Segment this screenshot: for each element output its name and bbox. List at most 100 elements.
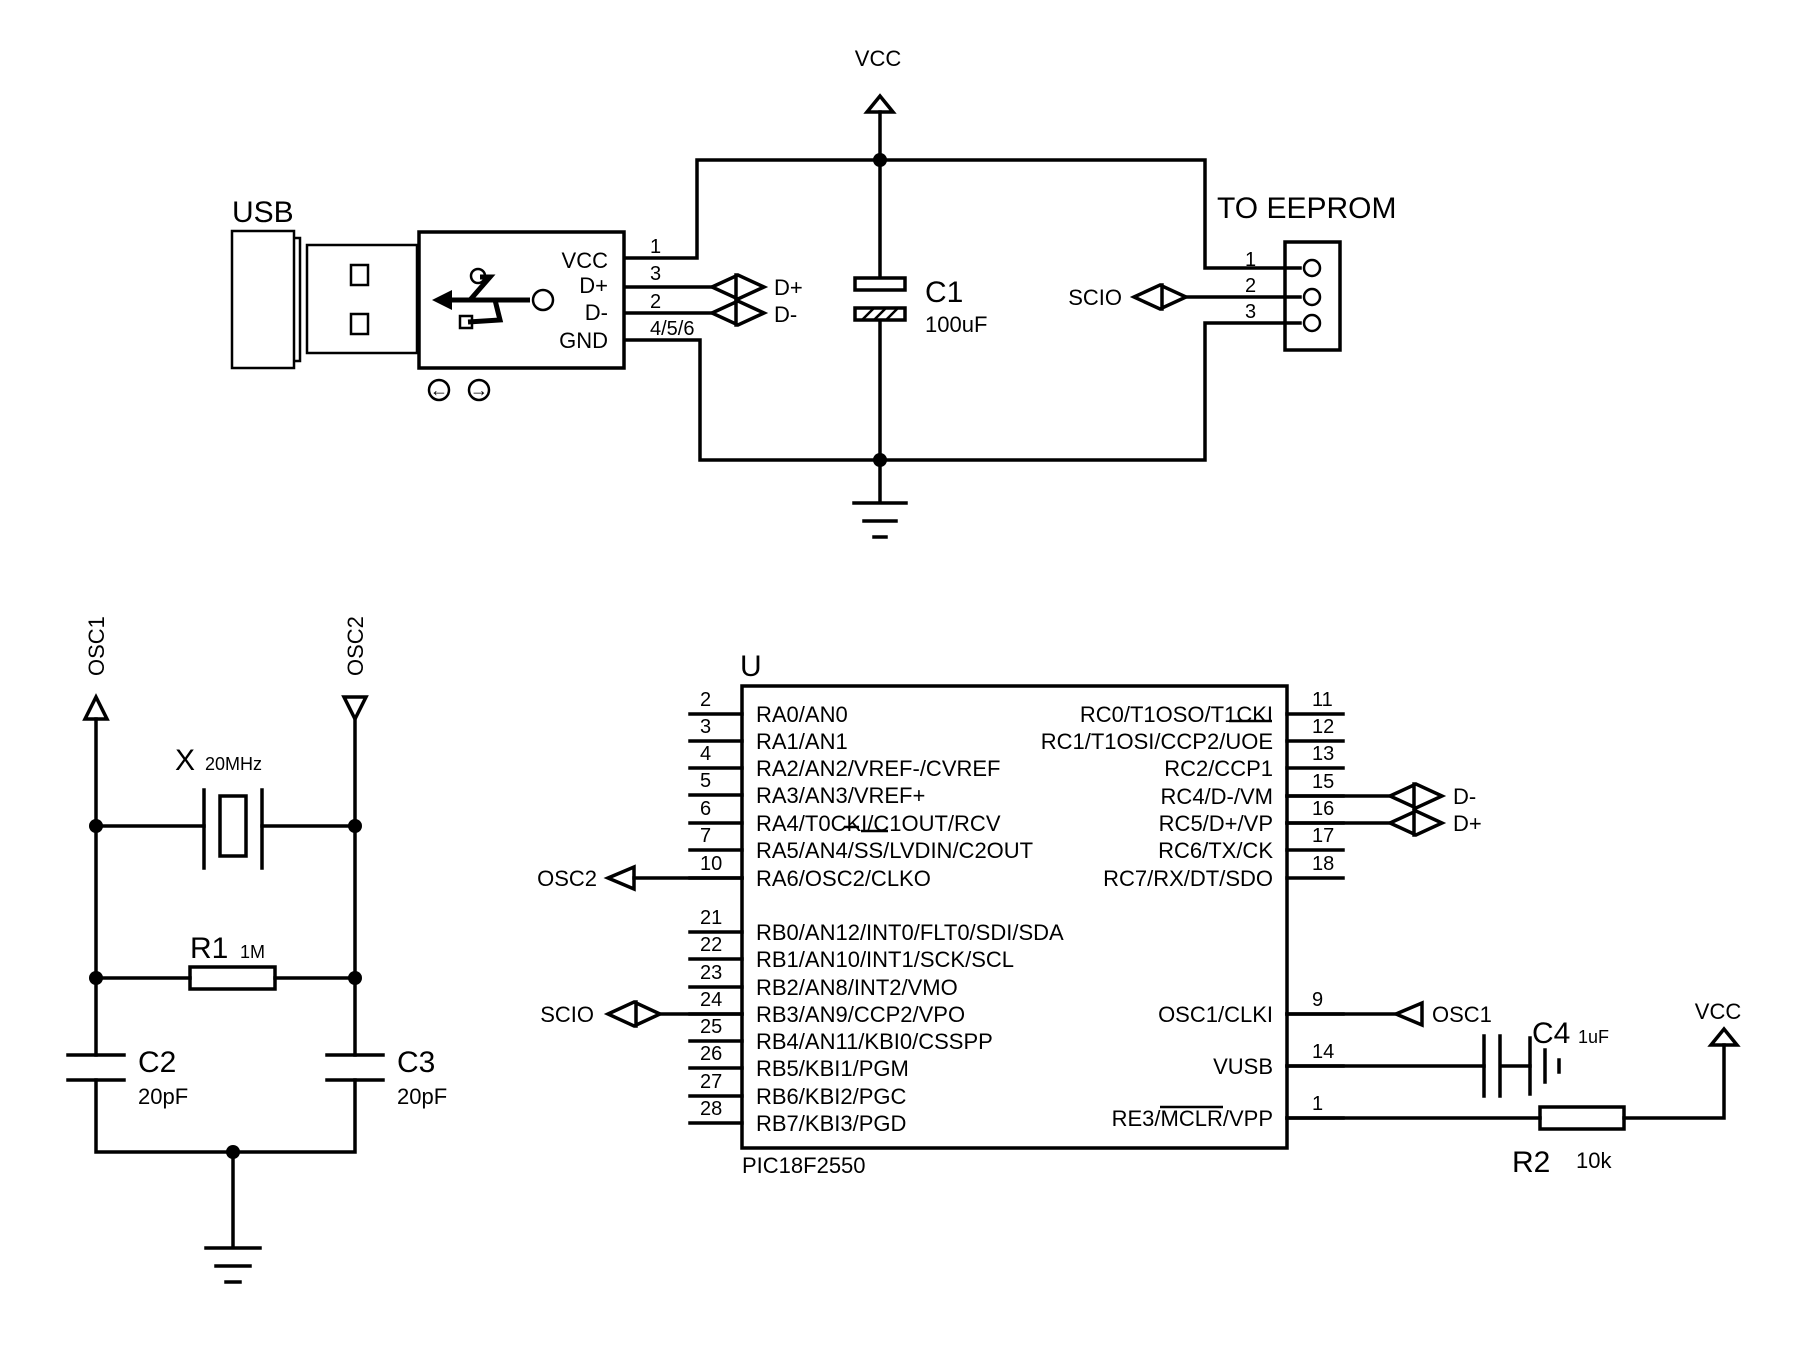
mclr-wire xyxy=(1285,1043,1726,1120)
junction-osc-5 xyxy=(226,1145,240,1159)
mcu-right-pin-number: 14 xyxy=(1312,1041,1334,1063)
c2-name: C2 xyxy=(138,1046,176,1079)
mcu-right-pin-name: RC2/CCP1 xyxy=(1164,756,1273,781)
eeprom-pin-1: 1 xyxy=(1245,249,1256,271)
mcu-left-pin-number: 25 xyxy=(700,1016,722,1038)
resistor-r2: R2 10k xyxy=(1512,1105,1626,1179)
mcu-left-pin-name: RB7/KBI3/PGD xyxy=(756,1111,906,1136)
arrow-right-glyph: → xyxy=(470,380,488,400)
mcu-section: U PIC18F2550 2RA0/AN03RA1/AN14RA2/AN2/VR… xyxy=(537,650,1741,1179)
usb-pinnum-2: 2 xyxy=(650,291,661,313)
ground-symbol-top xyxy=(852,501,908,539)
usb-plug-body xyxy=(230,229,296,370)
mcu-dplus-port-icon xyxy=(1385,809,1447,837)
usb-connector-body xyxy=(417,230,626,370)
usb-pinnum-1: 1 xyxy=(650,236,661,258)
mcu-left-pin-name: RB6/KBI2/PGC xyxy=(756,1084,907,1109)
vcc-bottom-arrow-icon xyxy=(1707,1026,1741,1047)
r1-value: 1M xyxy=(240,942,265,962)
osc2-port-icon xyxy=(341,695,369,723)
usb-pin-gnd: GND xyxy=(559,328,608,353)
mcu-left-pin-name: RB4/AN11/KBI0/CSSPP xyxy=(756,1029,993,1054)
mcu-dminus-port-icon xyxy=(1385,782,1447,810)
c1-name: C1 xyxy=(925,276,963,309)
scio-eeprom-net: SCIO xyxy=(1068,285,1122,310)
gnd-rail xyxy=(624,321,1302,462)
mcu-right-pin-name: RE3/MCLR/VPP xyxy=(1112,1106,1273,1131)
capacitor-c2: C2 20pF xyxy=(66,1046,188,1109)
mcu-left-pin-number: 22 xyxy=(700,934,722,956)
mcu-part: PIC18F2550 xyxy=(742,1153,866,1178)
mcu-right-pin-name: RC6/TX/CK xyxy=(1158,838,1273,863)
mcu-osc2-port-icon xyxy=(603,864,636,892)
mcu-left-pin-name: RA1/AN1 xyxy=(756,729,848,754)
mcu-right-pin-number: 1 xyxy=(1312,1093,1323,1115)
osc2-vertical-label: OSC2 xyxy=(343,616,368,676)
mcu-left-pin-name: RA5/AN4/SS/LVDIN/C2OUT xyxy=(756,838,1033,863)
arrow-left-glyph: ← xyxy=(430,380,448,400)
junction-osc-1 xyxy=(89,819,103,833)
mcu-left-pin-name: RA0/AN0 xyxy=(756,702,848,727)
arrow-left-icon xyxy=(427,378,451,402)
mcu-right-pin-name: RC5/D+/VP xyxy=(1159,811,1273,836)
c3-name: C3 xyxy=(397,1046,435,1079)
mcu-right-pin-name: OSC1/CLKI xyxy=(1158,1002,1273,1027)
eeprom-pin-2: 2 xyxy=(1245,275,1256,297)
mcu-right-pin-number: 12 xyxy=(1312,716,1334,738)
eeprom-pin-3: 3 xyxy=(1245,301,1256,323)
mcu-right-pin-number: 13 xyxy=(1312,743,1334,765)
usb-pin-dplus: D+ xyxy=(579,273,608,298)
vcc-rail xyxy=(624,158,1302,270)
mcu-right-pin-name: RC1/T1OSI/CCP2/UOE xyxy=(1041,729,1273,754)
oscillator-section: OSC1 OSC2 X 20MHz R1 1M C2 20pF xyxy=(66,616,447,1284)
mcu-left-pin-number: 5 xyxy=(700,770,711,792)
mcu-right-pin-number: 15 xyxy=(1312,771,1334,793)
mcu-right-pin-name: RC0/T1OSO/T1CKI xyxy=(1080,702,1273,727)
usb-dplus-net: D+ xyxy=(774,275,803,300)
r1-name: R1 xyxy=(190,932,228,965)
junction-vcc xyxy=(873,153,887,167)
mcu-right-pin-number: 11 xyxy=(1312,689,1333,711)
usb-connector: USB VCC D+ D- GND 1 3 2 4/5/6 xyxy=(230,196,694,402)
crystal-value: 20MHz xyxy=(205,754,262,774)
c2-value: 20pF xyxy=(138,1084,188,1109)
scio-eeprom-port-icon xyxy=(1129,283,1191,311)
mcu-body xyxy=(740,684,1289,1150)
mcu-left-pin-name: RB1/AN10/INT1/SCK/SCL xyxy=(756,947,1014,972)
usb-title: USB xyxy=(232,196,294,229)
mcu-osc1-net: OSC1 xyxy=(1432,1002,1492,1027)
c4-name: C4 xyxy=(1532,1017,1570,1050)
mcu-left-pin-name: RA3/AN3/VREF+ xyxy=(756,783,925,808)
mcu-left-pin-number: 27 xyxy=(700,1071,722,1093)
mcu-dminus-net: D- xyxy=(1453,784,1476,809)
mcu-left-pin-number: 6 xyxy=(700,798,711,820)
mcu-dplus-net: D+ xyxy=(1453,811,1482,836)
mcu-left-pin-number: 7 xyxy=(700,825,711,847)
usb-pinnum-456: 4/5/6 xyxy=(650,318,694,340)
mcu-right-pin-number: 17 xyxy=(1312,825,1334,847)
usb-pinnum-3: 3 xyxy=(650,263,661,285)
r2-name: R2 xyxy=(1512,1146,1550,1179)
vcc-top-symbol: VCC xyxy=(855,46,901,162)
capacitor-c1: C1 100uF xyxy=(853,276,987,337)
mcu-right-pin-number: 9 xyxy=(1312,989,1323,1011)
mcu-left-pin-number: 4 xyxy=(700,743,711,765)
mcu-right-pin-name: VUSB xyxy=(1213,1054,1273,1079)
dplus-port-icon xyxy=(707,273,769,301)
c1-value: 100uF xyxy=(925,312,987,337)
usb-dminus-net: D- xyxy=(774,302,797,327)
capacitor-c4: C4 1uF xyxy=(1482,1017,1609,1098)
resistor-r1: R1 1M xyxy=(188,932,277,991)
osc1-port-icon xyxy=(82,693,110,721)
junction-osc-3 xyxy=(89,971,103,985)
mcu-left-pin-number: 23 xyxy=(700,962,722,984)
crystal-name: X xyxy=(175,744,195,777)
mcu-osc2-net: OSC2 xyxy=(537,866,597,891)
usb-trident-icon xyxy=(432,267,555,330)
osc-left-rail xyxy=(94,717,357,1154)
mcu-right-pin-number: 18 xyxy=(1312,853,1334,875)
mcu-left-pin-name: RB2/AN8/INT2/VMO xyxy=(756,975,958,1000)
junction-osc-4 xyxy=(348,971,362,985)
crystal-x: X 20MHz xyxy=(175,744,264,870)
mcu-ref: U xyxy=(740,650,762,683)
